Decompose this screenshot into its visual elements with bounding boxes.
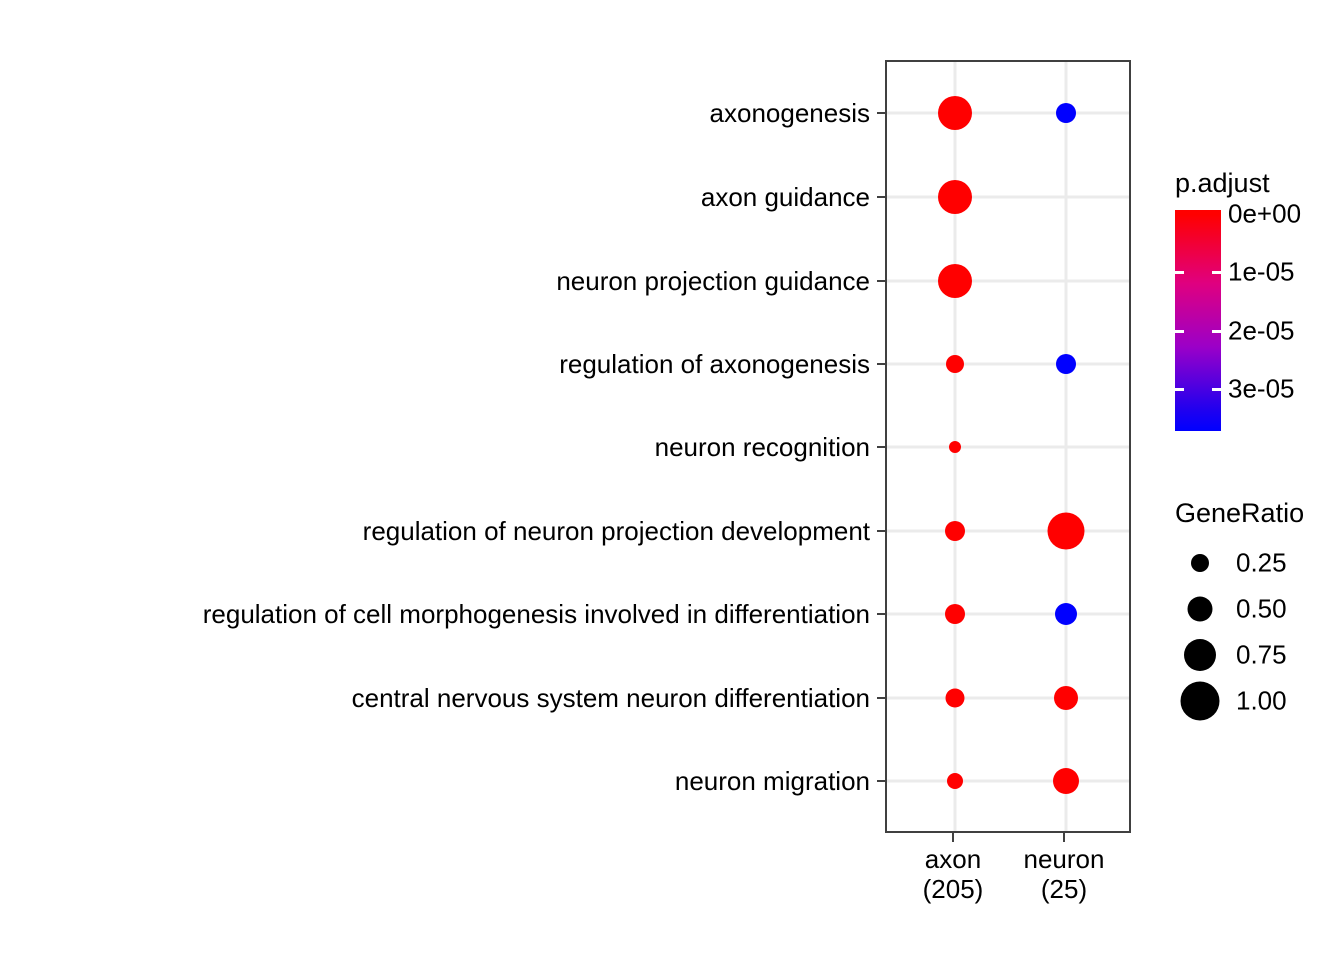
y-axis-label-cns-neuron-differentiation: central nervous system neuron differenti… bbox=[351, 683, 870, 713]
size-legend-label-100: 1.00 bbox=[1236, 685, 1287, 716]
y-axis-labels: axonogenesis axon guidance neuron projec… bbox=[202, 98, 870, 796]
color-legend-tick bbox=[1175, 271, 1184, 274]
y-axis-label-regulation-of-axonogenesis: regulation of axonogenesis bbox=[559, 349, 870, 379]
data-point[interactable] bbox=[938, 96, 972, 130]
y-axis-tick bbox=[877, 780, 885, 782]
x-axis-tick bbox=[1063, 833, 1065, 842]
y-axis-label-axon-guidance: axon guidance bbox=[700, 182, 870, 212]
x-axis-tick bbox=[952, 833, 954, 842]
size-legend-dot-100 bbox=[1180, 681, 1220, 721]
data-point[interactable] bbox=[1055, 603, 1077, 625]
data-point[interactable] bbox=[1054, 686, 1078, 710]
y-axis-tick bbox=[877, 280, 885, 282]
color-legend-tick bbox=[1212, 388, 1221, 391]
legend-area: p.adjust 0e+00 1e-05 2e-05 3e-05 GeneRat… bbox=[1160, 0, 1344, 960]
data-point[interactable] bbox=[945, 521, 965, 541]
plot-panel bbox=[885, 60, 1131, 833]
data-point[interactable] bbox=[938, 180, 972, 214]
color-legend-title: p.adjust bbox=[1175, 168, 1270, 198]
size-legend-dot-025 bbox=[1191, 554, 1209, 572]
gridline-horizontal bbox=[887, 696, 1129, 700]
x-axis-label-axon-name: axon bbox=[924, 844, 982, 874]
color-legend-tick bbox=[1175, 330, 1184, 333]
y-axis-label-neuron-recognition: neuron recognition bbox=[654, 432, 870, 462]
data-point[interactable] bbox=[949, 441, 961, 453]
y-axis-tick bbox=[877, 112, 885, 114]
data-point[interactable] bbox=[945, 604, 965, 624]
size-legend-label-050: 0.50 bbox=[1236, 593, 1287, 624]
data-point[interactable] bbox=[1047, 512, 1085, 550]
x-axis-label-axon-count: (205) bbox=[922, 873, 984, 904]
data-point[interactable] bbox=[947, 773, 963, 789]
color-legend-gradient-bar bbox=[1175, 210, 1221, 431]
data-point[interactable] bbox=[1056, 354, 1076, 374]
data-point[interactable] bbox=[1056, 103, 1076, 123]
gridline-horizontal bbox=[887, 279, 1129, 283]
gridline-horizontal bbox=[887, 612, 1129, 616]
y-axis-tick bbox=[877, 446, 885, 448]
data-point[interactable] bbox=[1053, 768, 1079, 794]
x-axis-label-neuron-name: neuron bbox=[1023, 844, 1105, 874]
color-legend-tick bbox=[1212, 330, 1221, 333]
color-legend-label-0: 0e+00 bbox=[1228, 198, 1302, 229]
gridline-horizontal bbox=[887, 445, 1129, 449]
size-legend-label-025: 0.25 bbox=[1236, 547, 1287, 578]
y-axis-tick bbox=[877, 363, 885, 365]
gridline-horizontal bbox=[887, 529, 1129, 533]
y-axis-label-regulation-of-neuron-projection-development: regulation of neuron projection developm… bbox=[362, 516, 870, 546]
y-axis-label-neuron-projection-guidance: neuron projection guidance bbox=[556, 266, 870, 296]
size-legend-dot-050 bbox=[1187, 596, 1213, 622]
y-axis-tick bbox=[877, 697, 885, 699]
gridline-horizontal bbox=[887, 111, 1129, 115]
gridline-vertical bbox=[1064, 62, 1068, 831]
size-legend-title: GeneRatio bbox=[1175, 498, 1305, 528]
x-axis-label-neuron-count: (25) bbox=[1040, 873, 1088, 904]
y-axis-label-neuron-migration: neuron migration bbox=[674, 766, 870, 796]
color-legend-tick bbox=[1175, 388, 1184, 391]
color-legend-label-3: 3e-05 bbox=[1228, 373, 1295, 404]
size-legend-label-075: 0.75 bbox=[1236, 639, 1287, 670]
x-axis-label-axon: axon (205) bbox=[922, 844, 984, 905]
data-point[interactable] bbox=[945, 688, 965, 708]
gridline-horizontal bbox=[887, 362, 1129, 366]
y-axis-label-axonogenesis: axonogenesis bbox=[709, 98, 870, 128]
gridline-horizontal bbox=[887, 195, 1129, 199]
data-point[interactable] bbox=[938, 264, 972, 298]
color-legend-label-1: 1e-05 bbox=[1228, 256, 1295, 287]
y-axis-tick bbox=[877, 613, 885, 615]
y-axis-tick bbox=[877, 530, 885, 532]
x-axis-label-neuron: neuron (25) bbox=[1023, 844, 1105, 905]
gridline-horizontal bbox=[887, 779, 1129, 783]
size-legend-dot-075 bbox=[1184, 639, 1216, 671]
color-legend-tick bbox=[1212, 271, 1221, 274]
color-legend-label-2: 2e-05 bbox=[1228, 315, 1295, 346]
y-axis-label-regulation-of-cell-morphogenesis: regulation of cell morphogenesis involve… bbox=[202, 599, 870, 629]
data-point[interactable] bbox=[946, 355, 964, 373]
y-axis-tick bbox=[877, 196, 885, 198]
